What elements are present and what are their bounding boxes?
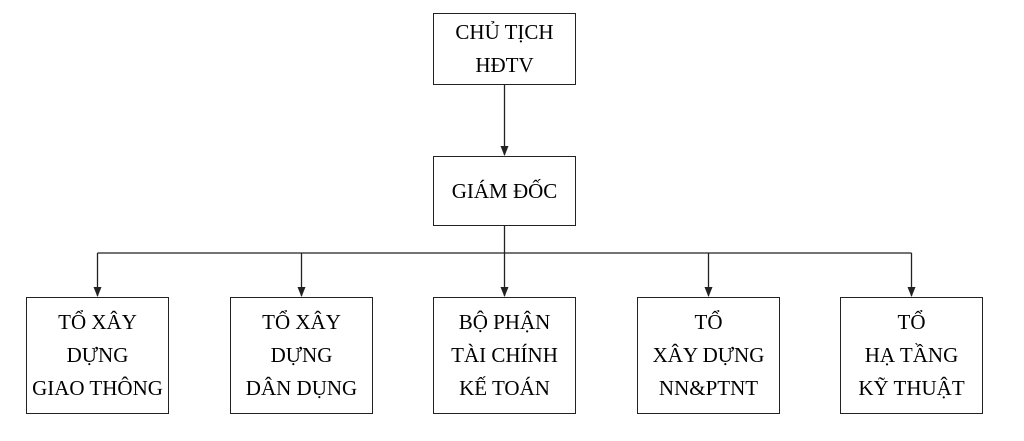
node-unit-5-line-1: TỔ: [897, 310, 926, 334]
node-unit-1-line-3: GIAO THÔNG: [32, 376, 163, 400]
node-unit-1-line-1: TỔ XÂY: [58, 310, 137, 334]
node-unit-4-line-1: TỔ: [694, 310, 723, 334]
node-chairman-line-1: CHỦ TỊCH: [455, 20, 554, 44]
node-unit-2-line-2: DỰNG: [270, 343, 333, 367]
node-unit-4-line-2: XÂY DỰNG: [652, 343, 765, 367]
node-unit-3-line-2: TÀI CHÍNH: [451, 343, 558, 367]
node-chairman-line-2: HĐTV: [475, 53, 534, 77]
node-unit-1-line-2: DỰNG: [66, 343, 129, 367]
node-director: GIÁM ĐỐC: [433, 156, 576, 226]
node-unit-5: TỔ HẠ TẦNG KỸ THUẬT: [840, 297, 983, 414]
node-unit-2: TỔ XÂY DỰNG DÂN DỤNG: [230, 297, 373, 414]
node-unit-1: TỔ XÂY DỰNG GIAO THÔNG: [26, 297, 169, 414]
node-chairman: CHỦ TỊCH HĐTV: [433, 13, 576, 85]
node-unit-5-line-2: HẠ TẦNG: [864, 343, 959, 367]
node-unit-3-line-3: KẾ TOÁN: [459, 376, 550, 400]
node-unit-4-line-3: NN&PTNT: [658, 376, 759, 400]
node-director-line-1: GIÁM ĐỐC: [451, 178, 558, 203]
node-unit-3-line-1: BỘ PHẬN: [458, 310, 551, 334]
node-unit-2-line-1: TỔ XÂY: [262, 310, 341, 334]
node-unit-3: BỘ PHẬN TÀI CHÍNH KẾ TOÁN: [433, 297, 576, 414]
node-unit-2-line-3: DÂN DỤNG: [245, 376, 358, 400]
node-unit-5-line-3: KỸ THUẬT: [858, 376, 965, 400]
node-unit-4: TỔ XÂY DỰNG NN&PTNT: [637, 297, 780, 414]
